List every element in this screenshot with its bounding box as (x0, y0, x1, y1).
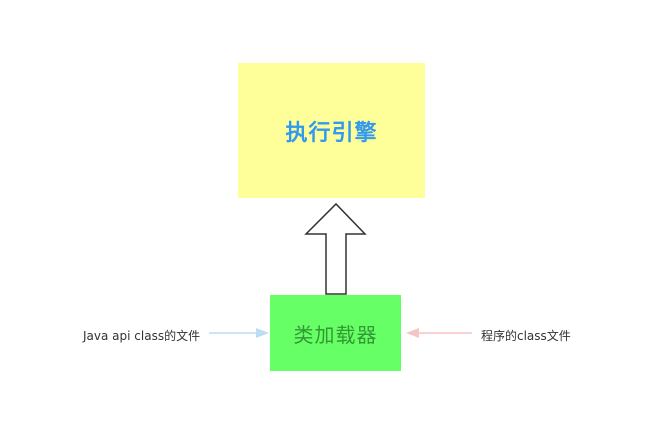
right-input-arrow-icon (406, 328, 472, 338)
program-class-label: 程序的class文件 (481, 329, 571, 343)
execution-engine-box: 执行引擎 (238, 63, 425, 198)
class-loader-box: 类加载器 (270, 295, 401, 371)
execution-engine-label: 执行引擎 (285, 120, 378, 146)
left-input-arrow-icon (209, 328, 269, 338)
java-api-class-label: Java api class的文件 (83, 329, 201, 343)
up-arrow-icon (304, 202, 367, 295)
class-loader-label: 类加载器 (293, 322, 378, 347)
